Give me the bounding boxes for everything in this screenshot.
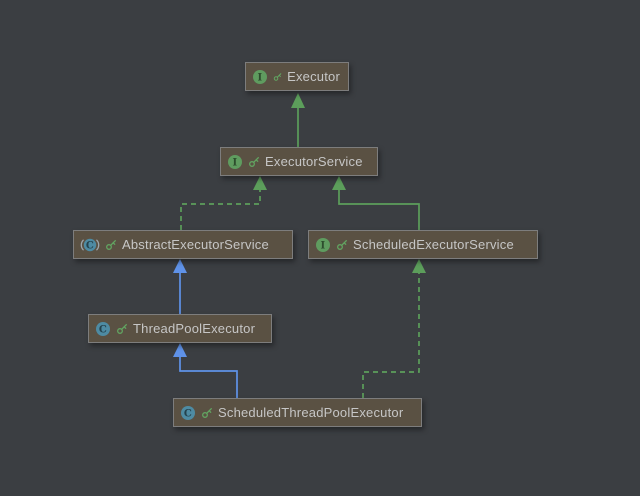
edge-threadpoolexecutor-extends-abstractexecutorservice [173,259,187,314]
class-icon: C [181,405,195,420]
edge-scheduledthreadpoolexecutor-implements-scheduledexecutorservice [362,259,426,398]
node-label: ThreadPoolExecutor [133,321,256,336]
key-icon [202,407,212,418]
node-executor-service[interactable]: I ExecutorService [220,147,378,176]
interface-icon: I [253,69,267,84]
node-thread-pool-executor[interactable]: C ThreadPoolExecutor [88,314,272,343]
node-label: ExecutorService [265,154,363,169]
edge-scheduledexecutorservice-extends-executorservice [332,176,420,230]
edge-scheduledthreadpoolexecutor-extends-threadpoolexecutor [173,343,238,398]
svg-text:C: C [99,324,107,335]
key-icon [249,156,259,167]
node-scheduled-thread-pool-executor[interactable]: C ScheduledThreadPoolExecutor [173,398,422,427]
svg-text:I: I [233,157,238,168]
key-icon [117,323,127,334]
node-label: ScheduledExecutorService [353,237,514,252]
key-icon [337,239,347,250]
edge-executorservice-extends-executor [291,93,305,147]
node-label: ScheduledThreadPoolExecutor [218,405,404,420]
abstract-class-icon: C [80,238,100,251]
node-executor[interactable]: I Executor [245,62,349,91]
node-abstract-executor-service[interactable]: C AbstractExecutorService [73,230,293,259]
node-scheduled-executor-service[interactable]: I ScheduledExecutorService [308,230,538,259]
edge-abstractexecutorservice-implements-executorservice [180,176,267,230]
interface-icon: I [228,154,242,169]
svg-text:I: I [258,72,263,83]
key-icon [273,72,282,81]
node-label: Executor [287,69,340,84]
node-label: AbstractExecutorService [122,237,269,252]
svg-text:I: I [321,240,326,251]
svg-text:C: C [86,240,94,251]
interface-icon: I [316,237,330,252]
class-icon: C [96,321,110,336]
key-icon [106,239,116,250]
svg-text:C: C [184,408,192,419]
